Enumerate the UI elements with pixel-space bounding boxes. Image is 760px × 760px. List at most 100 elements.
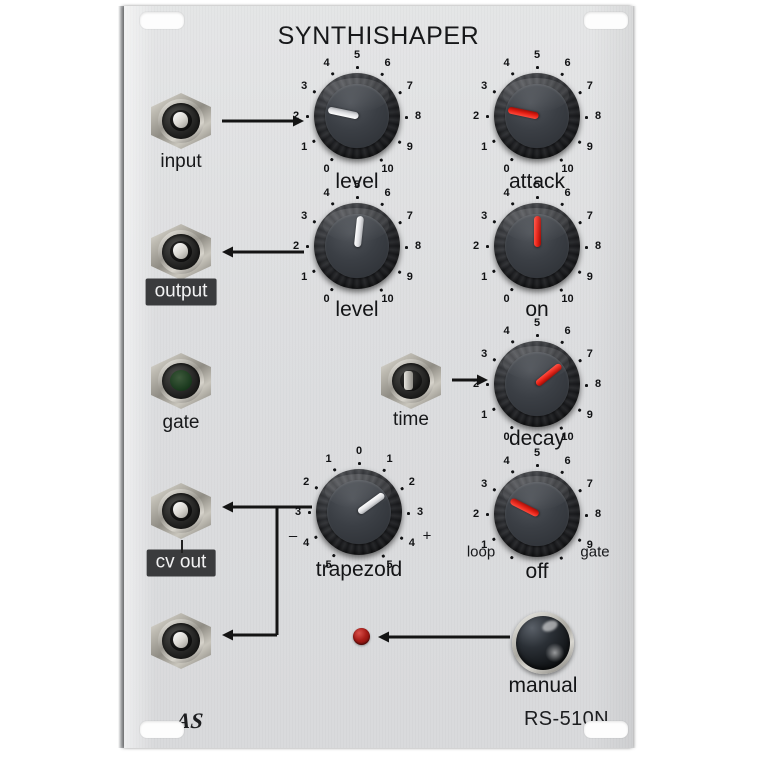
arrow-time-to-decay bbox=[452, 373, 488, 387]
jack-time[interactable] bbox=[378, 348, 444, 414]
arrow-input-to-level bbox=[222, 114, 304, 128]
knob-scale-number: 7 bbox=[586, 79, 593, 92]
knob-scale-number: 3 bbox=[481, 79, 488, 92]
knob-tick bbox=[536, 196, 539, 248]
knob-scale-number: 9 bbox=[406, 270, 413, 283]
knob-scale-number: 7 bbox=[406, 209, 413, 222]
knob-scale-number: 1 bbox=[301, 140, 308, 153]
knob-scale-number: 0 bbox=[323, 162, 330, 175]
knob-scale-number: 8 bbox=[594, 240, 602, 252]
jack-plug-reflection bbox=[404, 371, 413, 390]
jack-cv-out-1[interactable] bbox=[148, 478, 214, 544]
jack-plug-reflection bbox=[173, 243, 188, 259]
jack-plug-reflection bbox=[173, 502, 188, 518]
knob-pointer-wrap bbox=[303, 62, 411, 170]
knob-scale-number: 1 bbox=[301, 270, 308, 283]
knob-pointer bbox=[534, 362, 563, 388]
arrow-level-to-output bbox=[222, 245, 304, 259]
knob-pointer-wrap bbox=[483, 192, 591, 300]
knob-scale-number: 2 bbox=[408, 475, 415, 488]
knob-label-level-1: level bbox=[335, 170, 379, 193]
knob-scale-number: 4 bbox=[408, 536, 415, 549]
knob-scale-number: 6 bbox=[564, 187, 571, 200]
knob-scale-number: 1 bbox=[481, 538, 488, 551]
knob-scale-number: 2 bbox=[472, 240, 480, 252]
knob-tick bbox=[536, 66, 539, 118]
knob-scale-number: 7 bbox=[586, 347, 593, 360]
manual-button[interactable] bbox=[512, 612, 574, 674]
knob-tick bbox=[356, 66, 359, 118]
knob-scale-number: 4 bbox=[303, 536, 310, 549]
knob-tick bbox=[358, 462, 361, 514]
knob-scale-number: 1 bbox=[386, 453, 393, 466]
knob-scale-number: 1 bbox=[481, 408, 488, 421]
jack-input[interactable] bbox=[148, 88, 214, 154]
knob-scale-number: 0 bbox=[503, 430, 510, 443]
knob-scale-number: 9 bbox=[586, 538, 593, 551]
arrow-trapezoid-to-cv-outs bbox=[222, 498, 314, 644]
knob-scale-number: 5 bbox=[353, 179, 361, 191]
knob-pointer bbox=[508, 497, 540, 518]
knob-scale-number: 3 bbox=[481, 209, 488, 222]
knob-label-decay: decay bbox=[508, 427, 566, 450]
jack-label-gate: gate bbox=[162, 412, 200, 433]
knob-scale-number: 10 bbox=[561, 430, 574, 443]
jack-output[interactable] bbox=[148, 219, 214, 285]
panel-left-edge bbox=[118, 6, 125, 748]
knob-scale-number: 9 bbox=[586, 270, 593, 283]
knob-scale-number: 5 bbox=[533, 447, 541, 459]
knob-label-attack: attack bbox=[508, 170, 566, 193]
knob-scale-number: 4 bbox=[323, 57, 330, 70]
knob-scale-number: 3 bbox=[416, 506, 424, 518]
knob-scale-number: 3 bbox=[294, 506, 302, 518]
panel-right-edge bbox=[632, 6, 636, 748]
knob-scale-number: 10 bbox=[561, 292, 574, 305]
knob-scale-number: 8 bbox=[594, 378, 602, 390]
knob-end-label-right: + bbox=[422, 527, 432, 545]
jack-gate[interactable] bbox=[148, 348, 214, 414]
knob-scale-number: 8 bbox=[594, 110, 602, 122]
knob-pointer-wrap bbox=[303, 192, 411, 300]
knob-scale-number: 6 bbox=[564, 57, 571, 70]
mounting-slot-1 bbox=[140, 12, 184, 29]
knob-pointer bbox=[356, 491, 386, 516]
page-title: SYNTHISHAPER bbox=[277, 22, 480, 50]
knob-scale-number: 9 bbox=[586, 140, 593, 153]
knob-scale-number: 5 bbox=[353, 49, 361, 61]
knob-scale-number: 2 bbox=[472, 110, 480, 122]
arrow-manual-to-led bbox=[378, 630, 510, 644]
knob-pointer-wrap bbox=[483, 62, 591, 170]
knob-label-trapezoid: trapezoid bbox=[315, 558, 403, 581]
knob-scale-number: 4 bbox=[323, 187, 330, 200]
knob-scale-number: 6 bbox=[564, 455, 571, 468]
knob-pointer-wrap bbox=[483, 460, 591, 568]
knob-scale-number: 4 bbox=[503, 187, 510, 200]
knob-scale-number: 2 bbox=[472, 378, 480, 390]
jack-plug-reflection bbox=[173, 112, 188, 128]
jack-label-time: time bbox=[393, 409, 429, 430]
knob-tick bbox=[536, 334, 539, 386]
knob-scale-number: 6 bbox=[564, 325, 571, 338]
knob-scale-number: 6 bbox=[384, 187, 391, 200]
jack-cv-out-2[interactable] bbox=[148, 608, 214, 674]
knob-scale-number: 5 bbox=[533, 49, 541, 61]
mounting-slot-2 bbox=[584, 12, 628, 29]
knob-label-on: on bbox=[525, 298, 549, 321]
knob-label-off: off bbox=[525, 560, 549, 583]
knob-scale-number: 4 bbox=[503, 57, 510, 70]
knob-tick bbox=[356, 196, 359, 248]
knob-scale-number: 0 bbox=[503, 162, 510, 175]
